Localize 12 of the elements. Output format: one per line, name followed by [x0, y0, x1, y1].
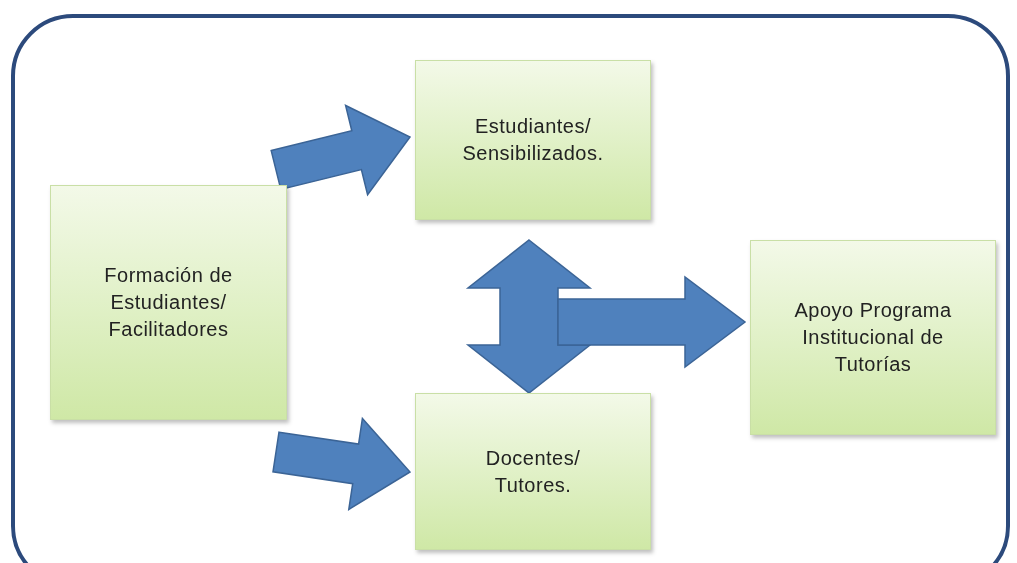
block-arrow [465, 239, 593, 394]
process-box [415, 393, 651, 550]
block-arrow [270, 104, 412, 197]
process-box [415, 60, 651, 220]
box-label: Formación de Estudiantes/ Facilitadores [103, 263, 234, 342]
box-label: Estudiantes/ Sensibilizados. [461, 114, 605, 166]
process-box [750, 240, 996, 435]
box-label: Docentes/ Tutores. [484, 445, 582, 498]
process-box [50, 185, 287, 420]
box-label: Apoyo Programa Institucional de Tutorías [793, 298, 953, 377]
block-arrow [272, 416, 412, 511]
block-arrow [557, 275, 747, 369]
